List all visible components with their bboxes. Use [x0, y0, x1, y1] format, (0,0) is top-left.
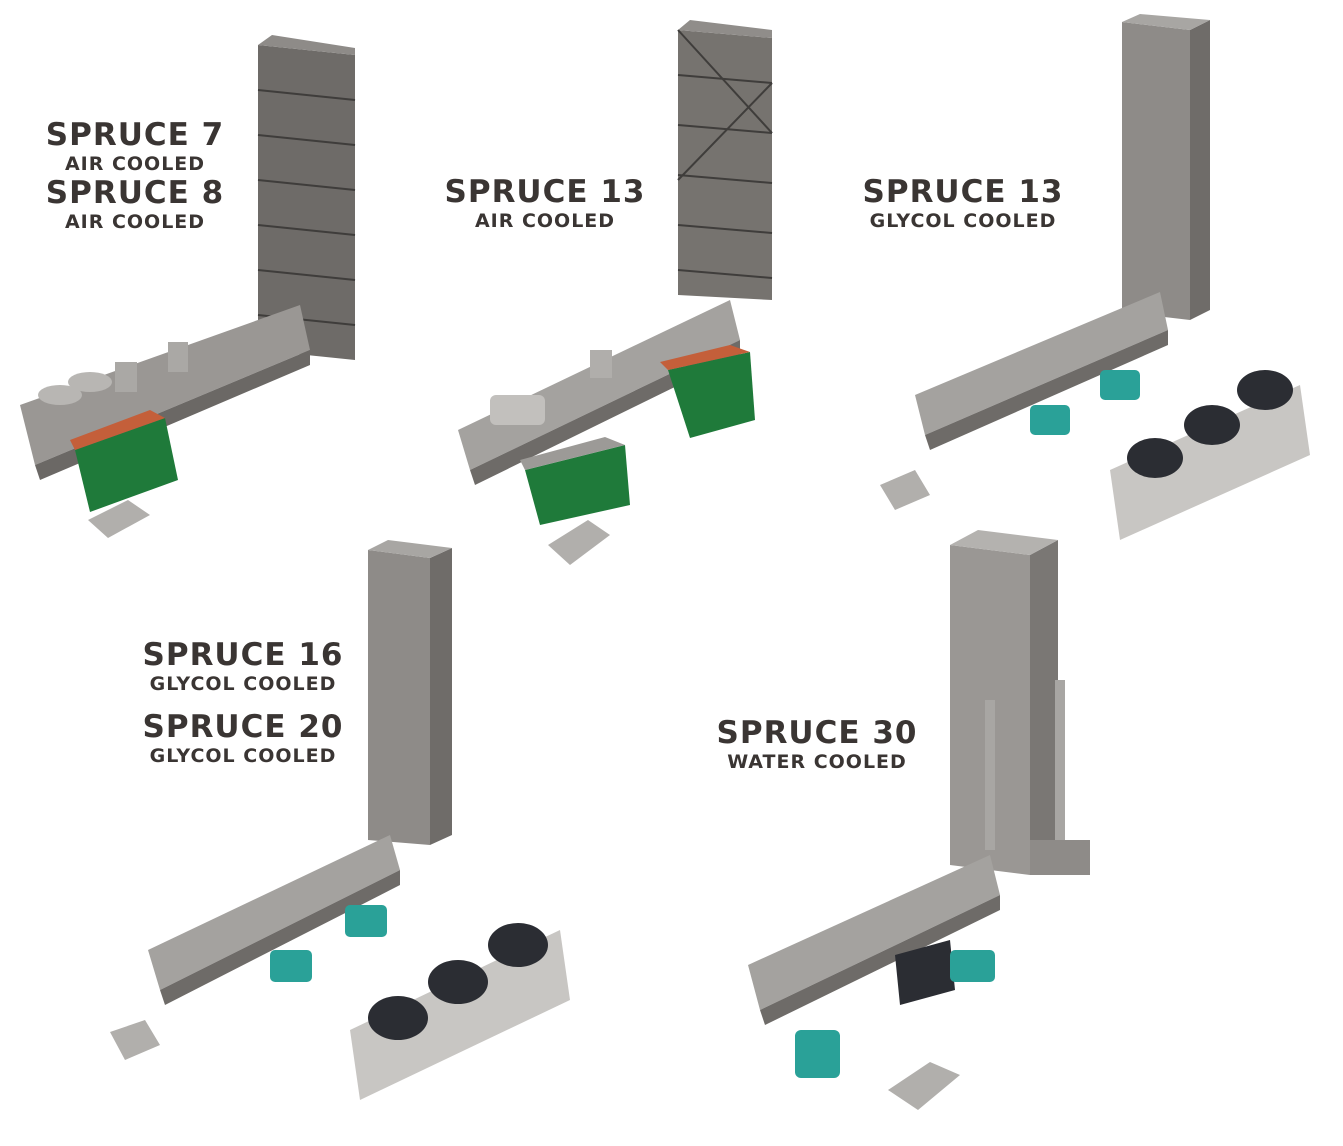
model-name-spruce-13-glycol: SPRUCE 13 [862, 174, 1064, 210]
model-name-spruce-8: SPRUCE 8 [45, 175, 225, 211]
cooling-type-spruce-30: WATER COOLED [727, 751, 907, 773]
cooling-type-spruce-13-glycol: GLYCOL COOLED [869, 210, 1057, 232]
cooling-type-spruce-16: GLYCOL COOLED [149, 673, 337, 695]
cooling-type-spruce-8: AIR COOLED [64, 211, 206, 233]
label-group-spruce-30: SPRUCE 30 WATER COOLED [712, 716, 922, 774]
model-name-spruce-13-air: SPRUCE 13 [444, 174, 646, 210]
plant-spruce-16-20 [110, 540, 570, 1100]
cooling-type-spruce-13-air: AIR COOLED [474, 210, 616, 232]
model-name-spruce-7: SPRUCE 7 [45, 117, 225, 153]
plant-spruce-30 [748, 530, 1090, 1110]
model-name-spruce-30: SPRUCE 30 [716, 715, 918, 751]
model-name-spruce-20: SPRUCE 20 [142, 709, 344, 745]
plant-spruce-13-glycol [880, 14, 1310, 540]
label-group-spruce-16-20: SPRUCE 16 GLYCOL COOLED SPRUCE 20 GLYCOL… [138, 638, 348, 768]
plant-spruce-7-8 [20, 35, 356, 538]
cooling-type-spruce-7: AIR COOLED [64, 153, 206, 175]
label-group-spruce-7-8: SPRUCE 7 AIR COOLED SPRUCE 8 AIR COOLED [40, 118, 230, 234]
plant-spruce-13-air [458, 20, 773, 565]
label-group-spruce-13-glycol: SPRUCE 13 GLYCOL COOLED [858, 175, 1068, 233]
model-name-spruce-16: SPRUCE 16 [142, 637, 344, 673]
label-group-spruce-13-air: SPRUCE 13 AIR COOLED [440, 175, 650, 233]
cooling-type-spruce-20: GLYCOL COOLED [149, 745, 337, 767]
